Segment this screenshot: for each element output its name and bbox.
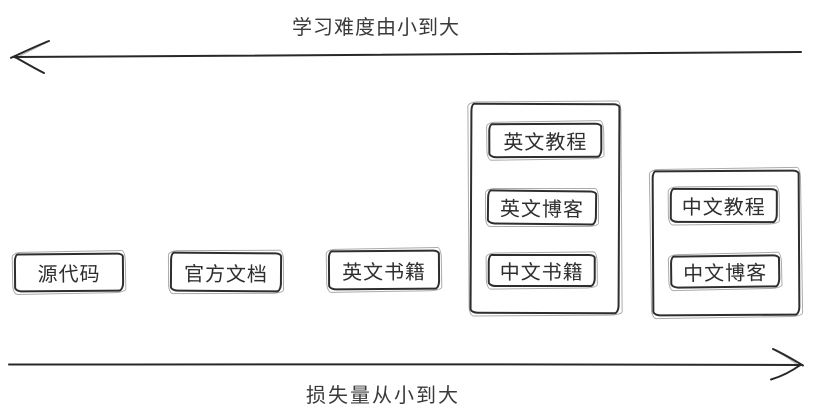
top-axis-arrow-line (13, 51, 802, 58)
item-box-source-code: 源代码 (13, 252, 125, 293)
group-box-1: 英文教程 英文博客 中文书籍 (469, 102, 621, 315)
top-axis-label: 学习难度由小到大 (292, 17, 460, 39)
item-box-chinese-books: 中文书籍 (487, 253, 596, 288)
item-label: 英文教程 (503, 131, 588, 155)
item-box-chinese-blog: 中文博客 (669, 254, 781, 289)
item-label: 英文书籍 (341, 261, 427, 284)
bottom-axis-label: 损失量从小到大 (306, 385, 460, 407)
item-label: 源代码 (37, 263, 101, 287)
bottom-axis-arrowhead-icon (770, 363, 802, 381)
item-label: 中文书籍 (499, 261, 584, 285)
item-label: 官方文档 (183, 263, 269, 286)
top-axis-arrowhead-icon (10, 40, 50, 59)
group-box-2: 中文教程 中文博客 (651, 169, 801, 317)
item-label: 中文教程 (681, 196, 766, 220)
item-label: 中文博客 (683, 262, 768, 286)
item-box-chinese-tutorial: 中文教程 (669, 187, 778, 224)
item-box-english-blog: 英文博客 (486, 189, 598, 226)
item-box-english-books: 英文书籍 (327, 249, 441, 291)
top-axis-arrowhead-icon (13, 55, 45, 74)
item-label: 英文博客 (499, 198, 585, 222)
bottom-axis-arrow-line (8, 363, 802, 366)
item-box-english-tutorial: 英文教程 (488, 122, 603, 159)
item-box-official-docs: 官方文档 (169, 251, 283, 293)
